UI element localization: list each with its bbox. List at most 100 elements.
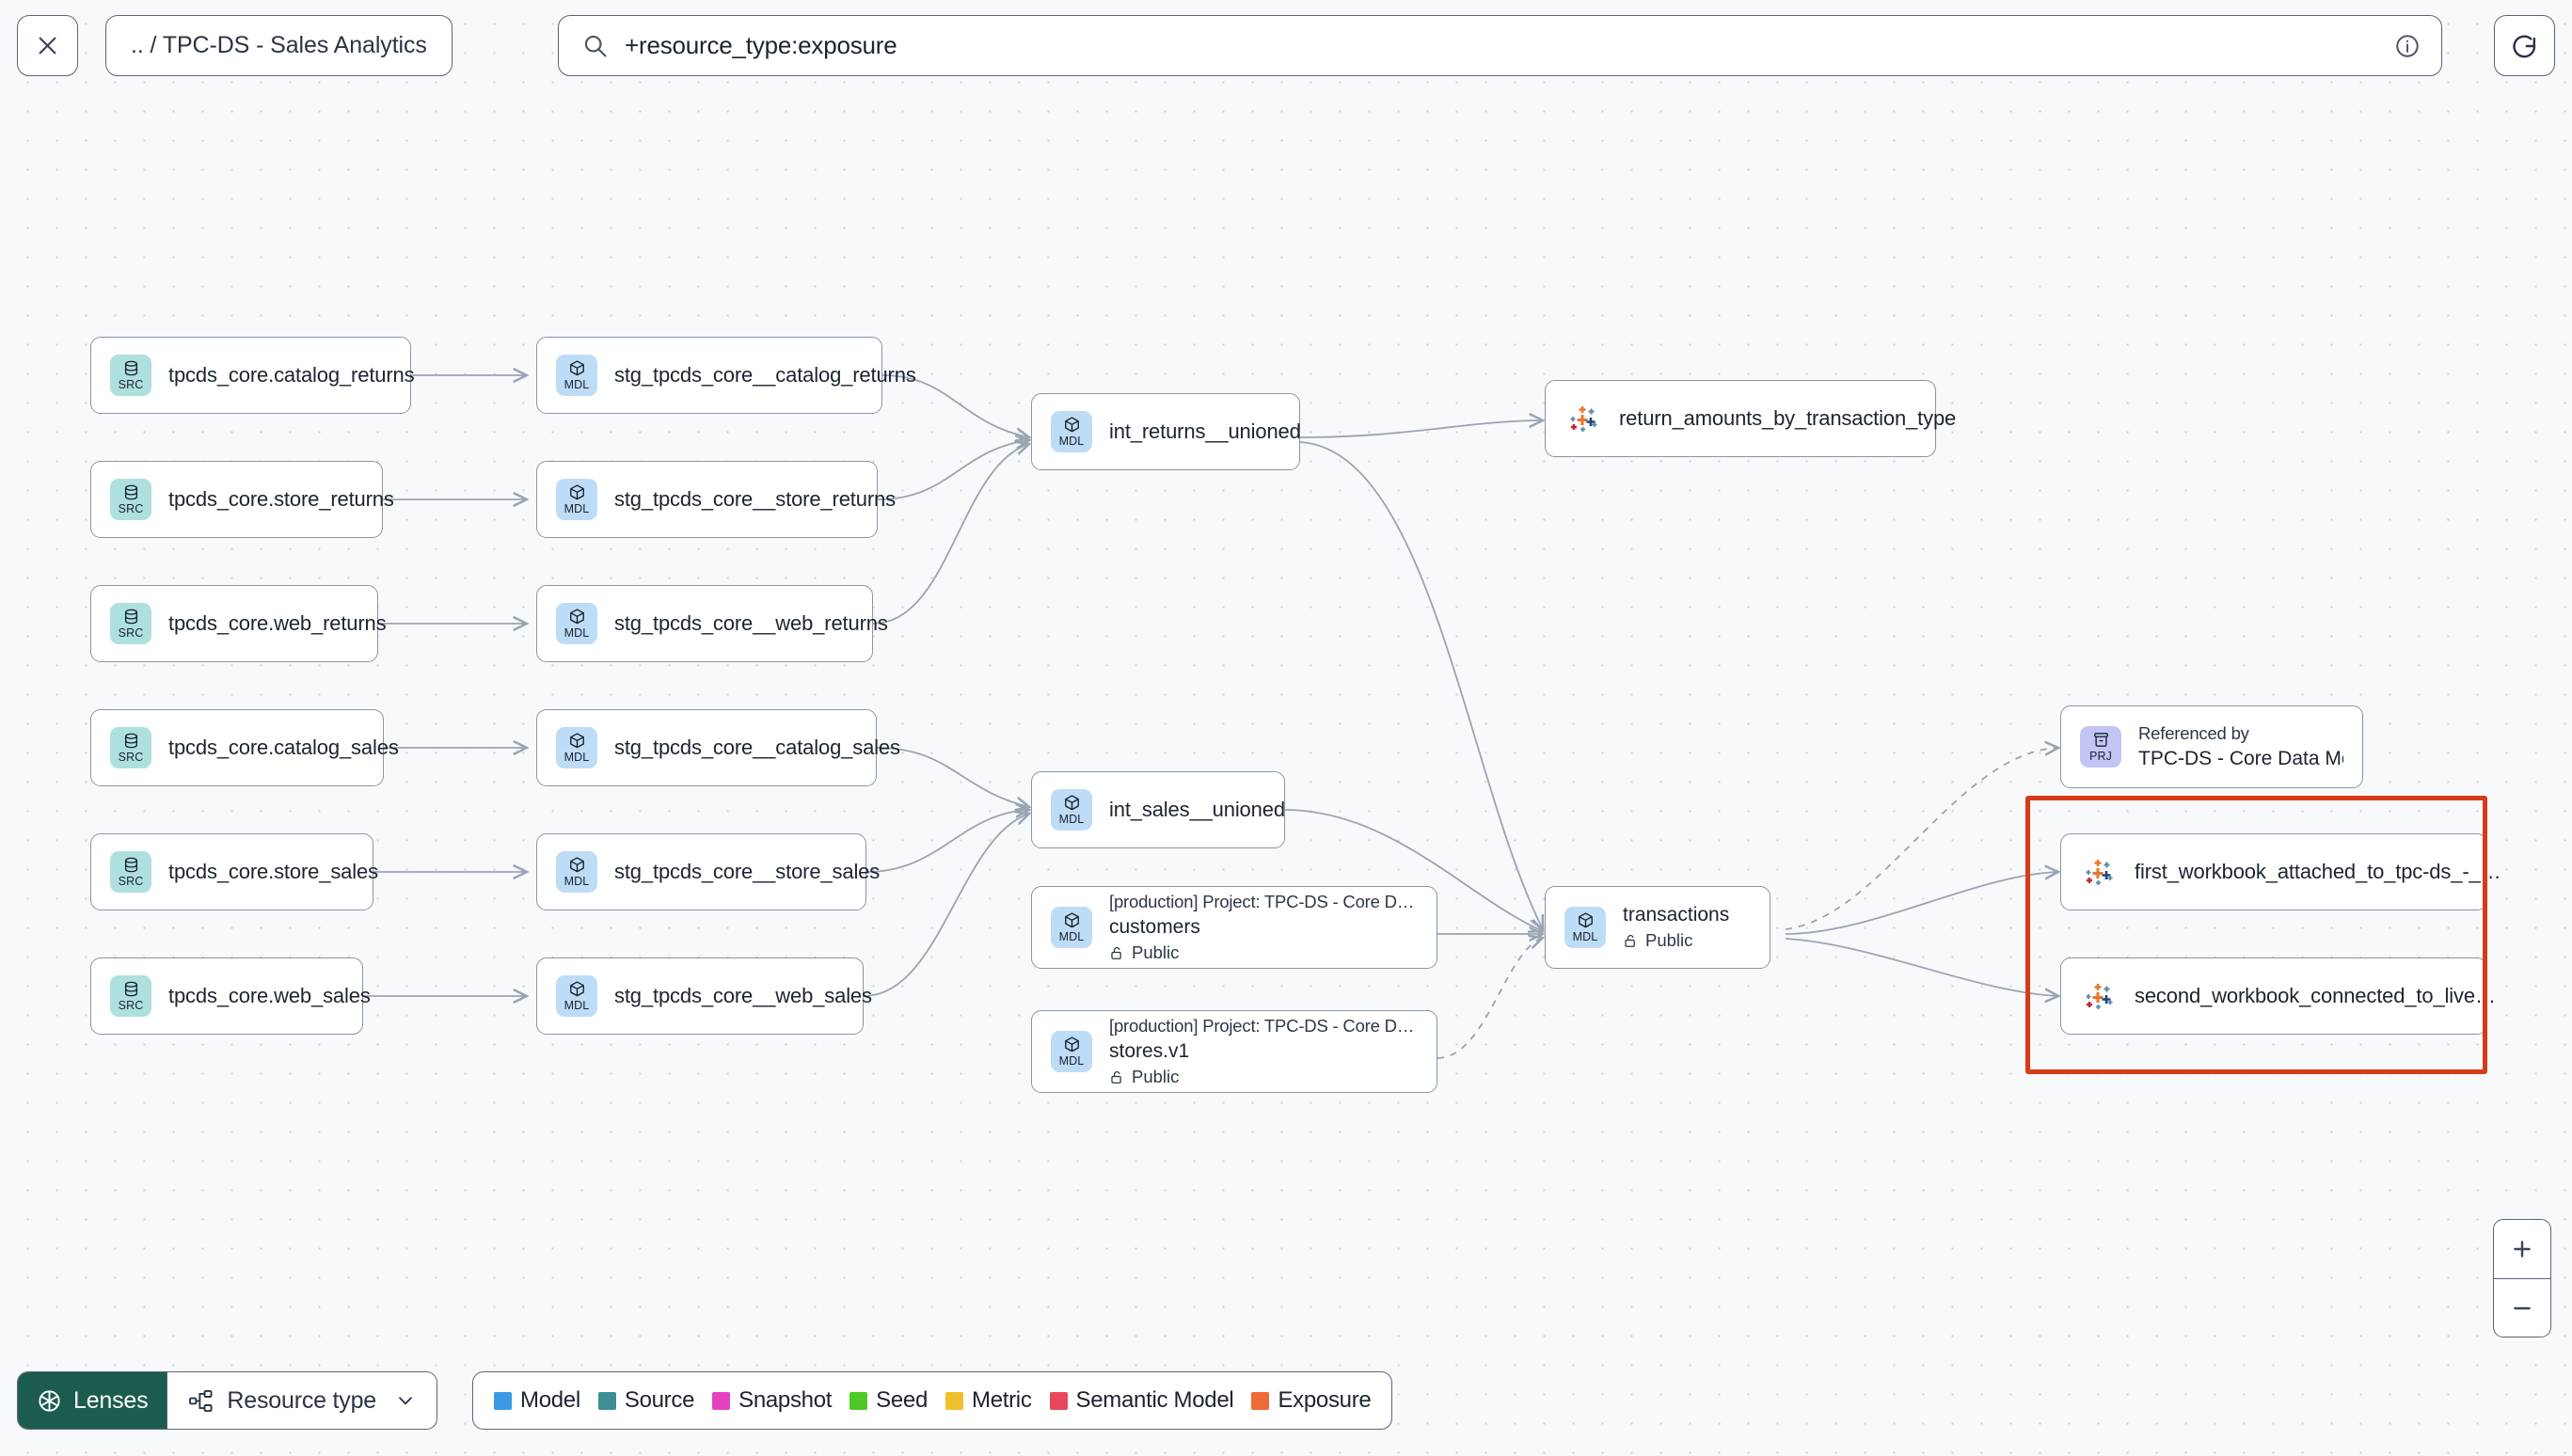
node-label: first_workbook_attached_to_tpc-ds_-_… [2135, 860, 2501, 883]
node-label: tpcds_core.catalog_sales [168, 736, 399, 759]
legend-swatch [494, 1391, 512, 1410]
info-circle-icon[interactable] [2394, 33, 2421, 59]
zoom-out-button[interactable] [2494, 1278, 2550, 1337]
mdl-badge: MDL [556, 851, 597, 893]
plus-icon [2514, 1241, 2531, 1258]
cube-icon [1064, 417, 1079, 433]
aperture-icon [39, 1389, 60, 1412]
node-label: stg_tpcds_core__web_sales [614, 984, 872, 1007]
breadcrumb-label: .. / TPC-DS - Sales Analytics [131, 32, 427, 58]
database-icon [124, 360, 137, 376]
node-label: int_sales__unioned [1109, 798, 1285, 821]
node-exposure[interactable]: return_amounts_by_transaction_type [1545, 380, 1956, 457]
node-source[interactable]: SRC tpcds_core.store_returns [90, 461, 394, 538]
mdl-badge: MDL [556, 355, 597, 396]
src-badge-label: SRC [118, 751, 144, 765]
close-button[interactable] [17, 15, 78, 76]
mdl-badge-label: MDL [1058, 1054, 1085, 1068]
mdl-badge: MDL [556, 975, 597, 1017]
src-badge: SRC [110, 851, 151, 893]
database-icon [124, 484, 137, 500]
src-badge: SRC [110, 355, 151, 396]
node-model-cross-project[interactable]: MDL [production] Project: TPC-DS - Core … [1031, 886, 1437, 969]
tableau-icon [2086, 860, 2113, 885]
node-model[interactable]: MDL stg_tpcds_core__web_returns [536, 585, 888, 662]
search-bar[interactable] [558, 15, 2442, 76]
mdl-badge: MDL [556, 727, 597, 768]
tableau-icon [2086, 984, 2113, 1009]
node-source[interactable]: SRC tpcds_core.web_sales [90, 957, 371, 1035]
node-model-mart[interactable]: MDL transactions Public [1545, 886, 1770, 969]
src-badge: SRC [110, 975, 151, 1017]
node-label: tpcds_core.store_sales [168, 860, 378, 883]
node-project-reference[interactable]: PRJ Referenced by TPC-DS - Core Data Mod… [2060, 705, 2363, 788]
unlock-icon [1625, 934, 1635, 947]
node-source[interactable]: SRC tpcds_core.store_sales [90, 833, 378, 910]
unlock-icon [1111, 946, 1121, 959]
node-reference-caption: Referenced by [2138, 723, 2249, 743]
node-project-label: [production] Project: TPC-DS - Core Data… [1109, 1016, 1418, 1036]
legend-swatch [597, 1391, 616, 1410]
cube-icon [1064, 912, 1079, 928]
mdl-badge-label: MDL [1058, 930, 1085, 944]
mdl-badge: MDL [1051, 1031, 1092, 1072]
node-exposure[interactable]: first_workbook_attached_to_tpc-ds_-_… [2060, 833, 2501, 910]
cube-icon [569, 609, 584, 625]
tableau-icon [1570, 406, 1597, 432]
legend-item: Semantic Model [1049, 1387, 1234, 1414]
legend-item: Metric [945, 1387, 1032, 1414]
node-label: customers [1109, 916, 1200, 938]
bottom-toolbar: Lenses Resource type Model Source Snapsh… [0, 1345, 2572, 1456]
node-label: stores.v1 [1109, 1040, 1190, 1062]
search-input[interactable] [625, 31, 2378, 60]
prj-badge: PRJ [2080, 726, 2121, 768]
breadcrumb[interactable]: .. / TPC-DS - Sales Analytics [105, 15, 452, 76]
cube-icon [1064, 1037, 1079, 1052]
node-model[interactable]: MDL stg_tpcds_core__store_returns [536, 461, 896, 538]
hierarchy-icon [189, 1389, 213, 1412]
mdl-badge: MDL [1051, 907, 1092, 948]
mdl-badge: MDL [1051, 789, 1092, 831]
node-visibility: Public [1623, 930, 1729, 951]
mdl-badge-label: MDL [1058, 435, 1085, 449]
refresh-button[interactable] [2494, 15, 2555, 76]
node-project-label: [production] Project: TPC-DS - Core Data… [1109, 892, 1418, 911]
src-badge-label: SRC [118, 502, 144, 516]
node-exposure[interactable]: second_workbook_connected_to_live… [2060, 957, 2496, 1035]
resource-type-dropdown[interactable]: Resource type [167, 1372, 437, 1429]
node-visibility: Public [1109, 942, 1418, 963]
node-model-cross-project[interactable]: MDL [production] Project: TPC-DS - Core … [1031, 1010, 1437, 1093]
node-label: int_returns__unioned [1109, 419, 1301, 443]
node-model[interactable]: MDL stg_tpcds_core__catalog_returns [536, 337, 916, 414]
node-source[interactable]: SRC tpcds_core.catalog_sales [90, 709, 399, 786]
cube-icon [569, 857, 584, 873]
src-badge-label: SRC [118, 378, 144, 392]
resource-type-label: Resource type [227, 1386, 377, 1414]
src-badge: SRC [110, 603, 151, 644]
node-model[interactable]: MDL int_returns__unioned [1031, 393, 1301, 470]
legend-item: Seed [849, 1387, 928, 1414]
node-model[interactable]: MDL stg_tpcds_core__web_sales [536, 957, 872, 1035]
node-label: return_amounts_by_transaction_type [1619, 406, 1957, 430]
node-label: tpcds_core.web_sales [168, 984, 371, 1007]
mdl-badge: MDL [556, 603, 597, 644]
mdl-badge-label: MDL [564, 502, 590, 516]
node-source[interactable]: SRC tpcds_core.web_returns [90, 585, 387, 662]
legend-item: Exposure [1251, 1387, 1372, 1414]
legend-swatch [945, 1391, 963, 1410]
node-model[interactable]: MDL stg_tpcds_core__store_sales [536, 833, 880, 910]
legend-label: Semantic Model [1075, 1387, 1234, 1413]
top-toolbar: .. / TPC-DS - Sales Analytics [0, 0, 2572, 108]
mdl-badge-label: MDL [564, 626, 590, 641]
cube-icon [1578, 912, 1593, 928]
node-model[interactable]: MDL int_sales__unioned [1031, 771, 1285, 848]
legend-swatch [712, 1391, 731, 1410]
mdl-badge-label: MDL [564, 999, 590, 1013]
legend-item: Model [494, 1387, 580, 1414]
node-label: TPC-DS - Core Data Models [2138, 748, 2343, 769]
zoom-in-button[interactable] [2494, 1220, 2550, 1278]
legend-swatch [1251, 1391, 1270, 1410]
node-source[interactable]: SRC tpcds_core.catalog_returns [90, 337, 415, 414]
lenses-button[interactable]: Lenses [18, 1372, 167, 1429]
node-model[interactable]: MDL stg_tpcds_core__catalog_sales [536, 709, 900, 786]
